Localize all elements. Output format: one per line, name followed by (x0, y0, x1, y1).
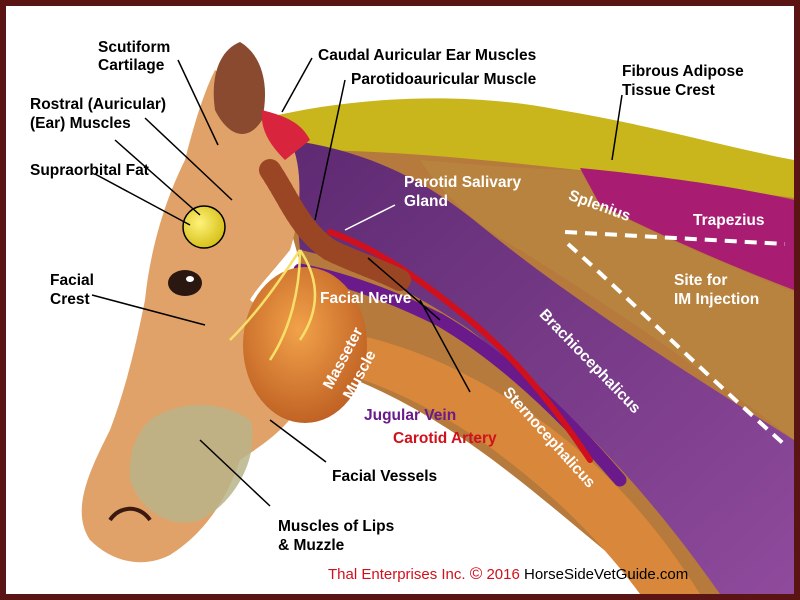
im-site-label-line2: IM Injection (674, 291, 760, 308)
ear (213, 42, 266, 134)
supraorbital-fat (182, 205, 226, 249)
lips-muzzle-label-line1: Muscles of Lips (278, 518, 395, 535)
brachiocephalicus-muscle (290, 140, 794, 594)
im-site-lower-boundary (566, 242, 787, 447)
horse-head-neck-anatomy-illustration (81, 42, 794, 594)
caudal-auricular-label: Caudal Auricular Ear Muscles (318, 47, 537, 64)
jugular-vein (293, 263, 627, 487)
parotid-gland-label-line1: Parotid Salivary (404, 174, 522, 191)
fibrous-adipose-label-line2: Tissue Crest (622, 82, 715, 99)
nostril (108, 506, 152, 522)
jugular-vein-label: Jugular Vein (364, 407, 457, 424)
fibrous-adipose-label-line1: Fibrous Adipose (622, 63, 744, 80)
facial-nerve-label: Facial Nerve (320, 290, 412, 307)
facial-crest-label-line2: Crest (50, 291, 90, 308)
sternocephalicus-muscle (330, 330, 700, 594)
supraorbital-fat-label: Supraorbital Fat (30, 162, 149, 179)
rostral-muscles-label-line2: (Ear) Muscles (30, 115, 131, 132)
facial-nerve (229, 249, 317, 361)
lips-muzzle-muscles (129, 405, 253, 523)
copyright-icon: © (469, 564, 483, 583)
im-site-upper-boundary (564, 230, 786, 246)
carotid-artery (327, 229, 593, 463)
rostral-muscles-label-line1: Rostral (Auricular) (30, 96, 167, 113)
parotid-gland (259, 159, 411, 291)
facial-vessels-label: Facial Vessels (332, 468, 438, 485)
facial-crest-label-line1: Facial (50, 272, 94, 289)
footer-year: 2016 (486, 566, 520, 583)
footer-site: HorseSideVetGuide.com (523, 566, 689, 583)
scutiform-cartilage-label-line2: Cartilage (98, 57, 165, 74)
trapezius-label: Trapezius (693, 212, 765, 229)
horse-eye (168, 270, 202, 296)
scutiform-cartilage-label-line1: Scutiform (98, 39, 171, 56)
masseter-muscle (243, 267, 367, 423)
trapezius-muscle (580, 168, 794, 290)
leader-lines (91, 57, 623, 507)
im-site-label-line1: Site for (674, 272, 728, 289)
fibrous-adipose-crest (265, 98, 794, 198)
footer-credit: Thal Enterprises Inc. © 2016 HorseSideVe… (328, 564, 688, 584)
caudal-auricular-muscle (261, 110, 310, 160)
footer-company: Thal Enterprises Inc. (328, 566, 466, 583)
lips-muzzle-label-line2: & Muzzle (278, 537, 345, 554)
parotid-gland-label-line2: Gland (404, 193, 448, 210)
carotid-artery-label: Carotid Artery (393, 430, 497, 447)
parotidoauricular-label: Parotidoauricular Muscle (351, 71, 537, 88)
